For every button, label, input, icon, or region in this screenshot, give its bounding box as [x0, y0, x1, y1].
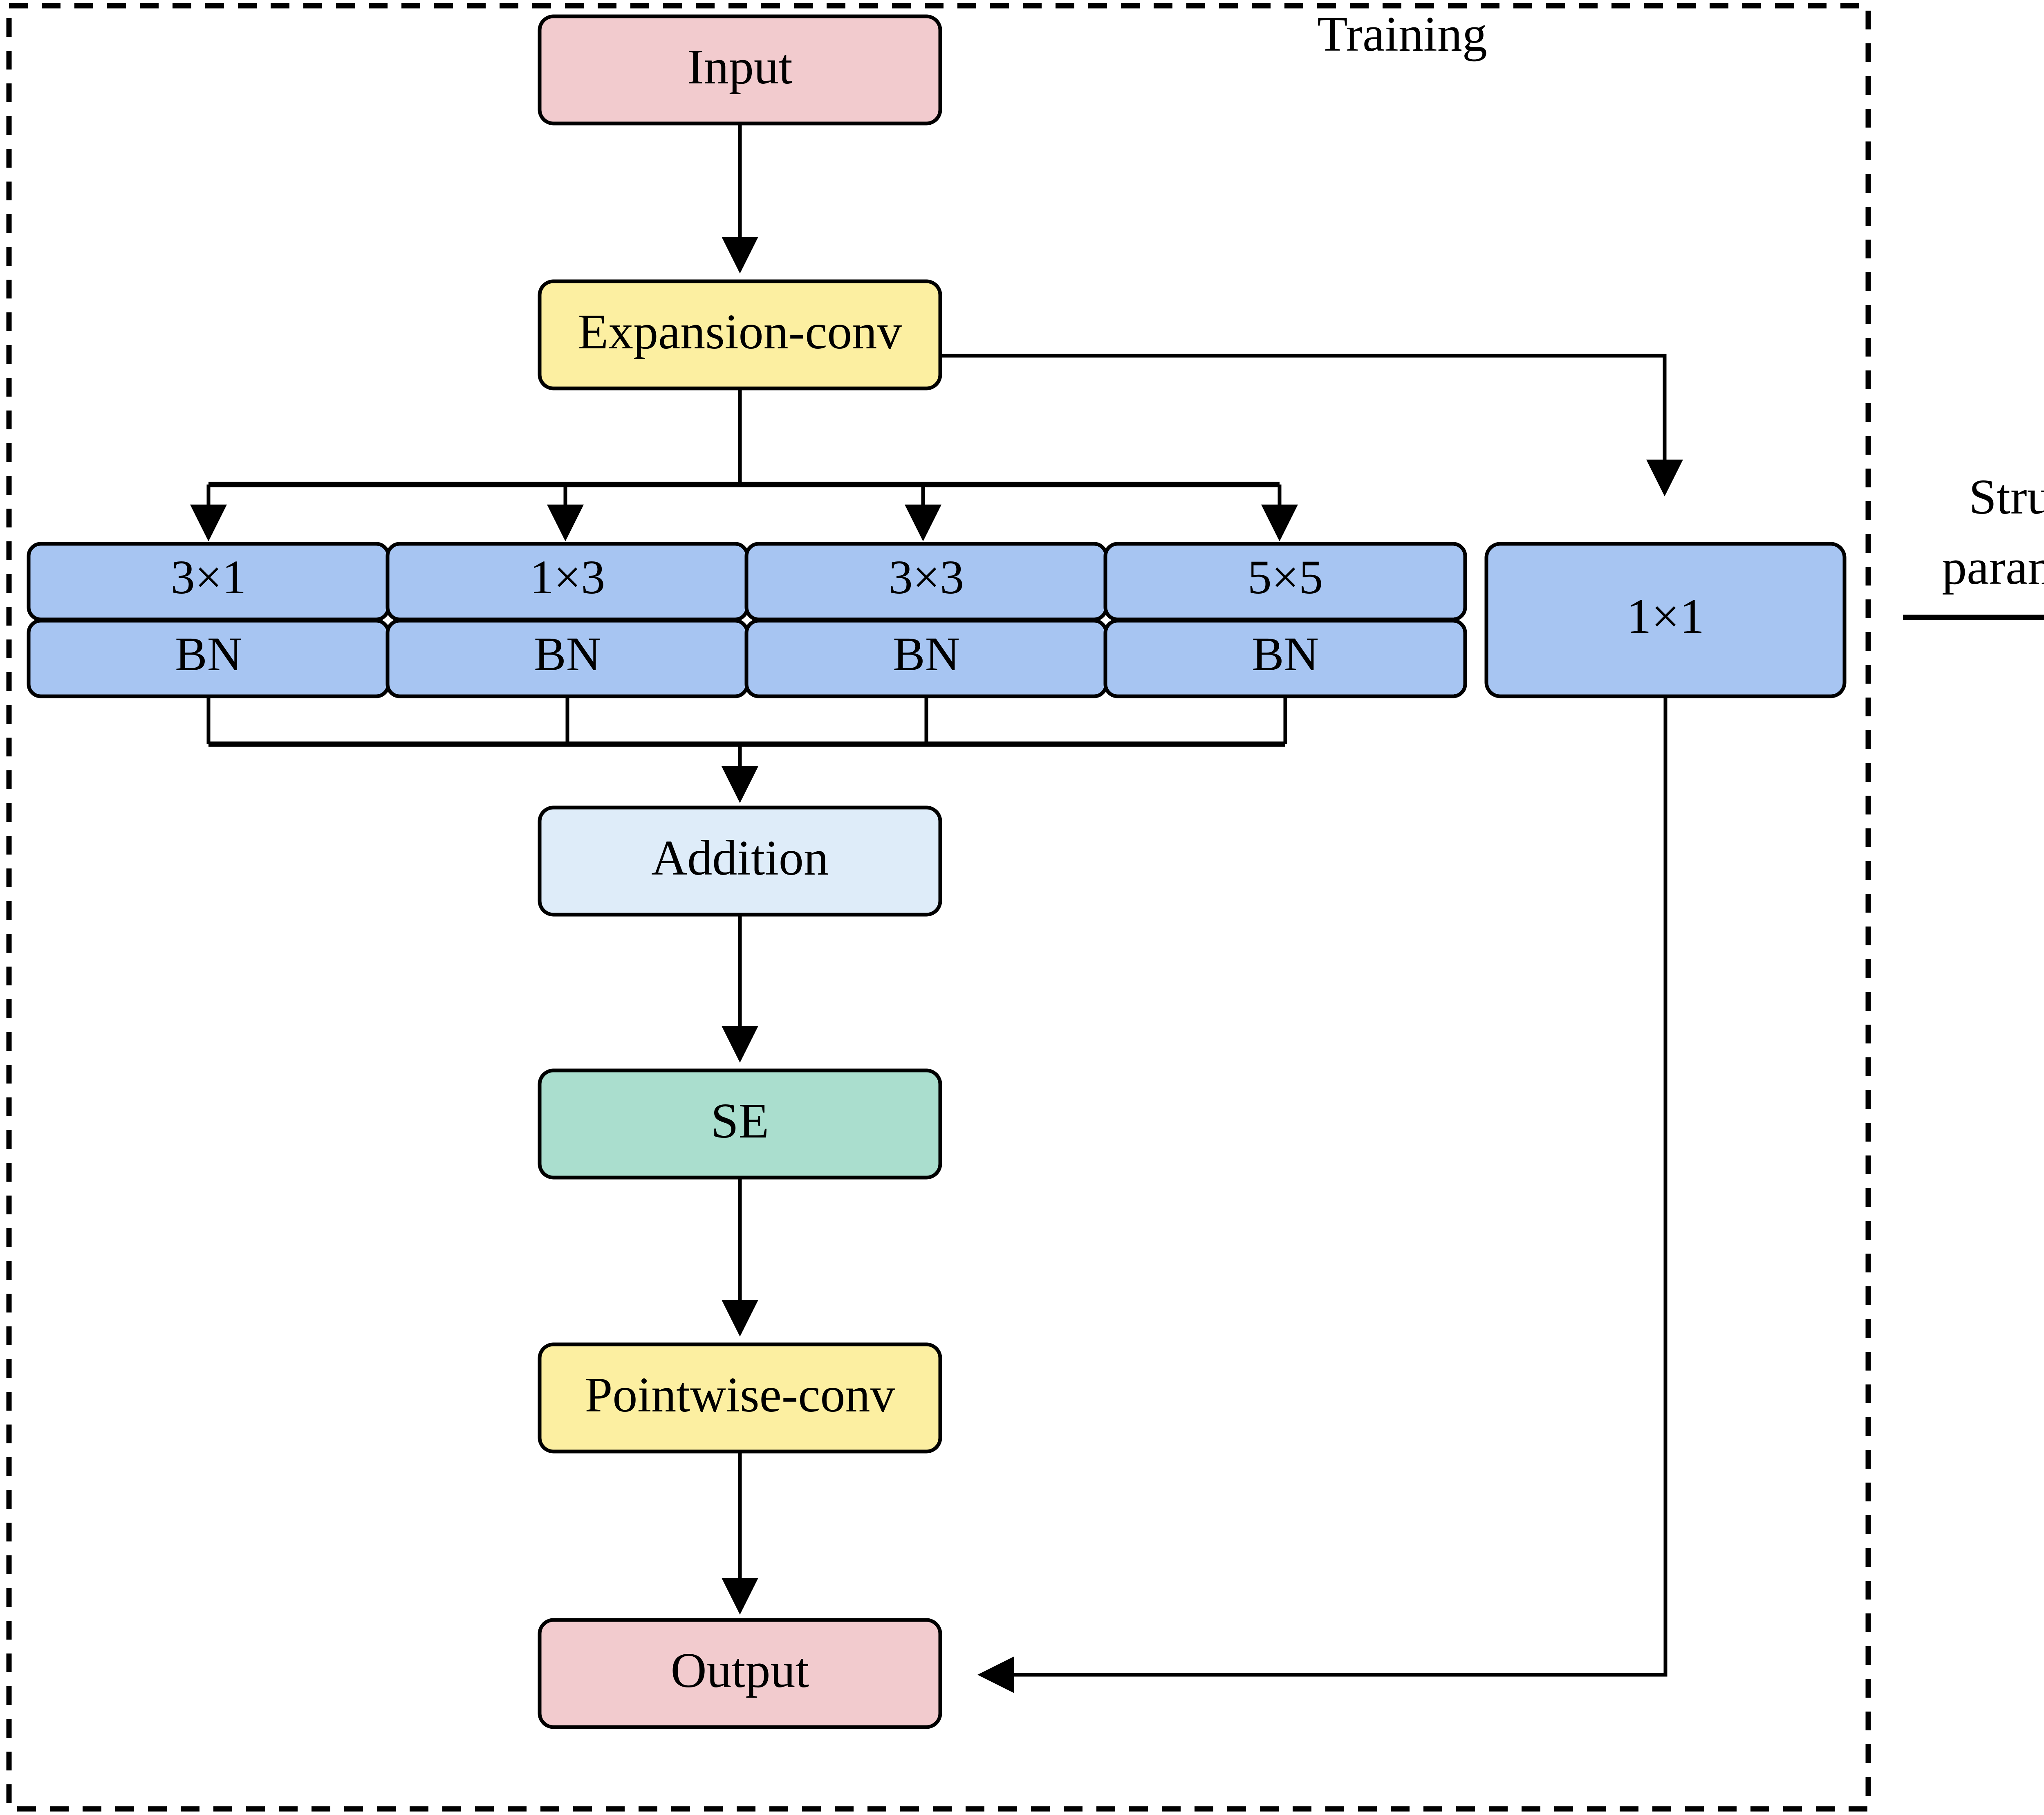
training-branch-kernel-label-1: 1×3 [530, 550, 605, 604]
edge-expansion-to-shortcut [940, 354, 1683, 496]
training-branch-bn-label-3: BN [1252, 627, 1319, 681]
training-panel-border [6, 3, 1871, 1812]
training-expansion-conv-label: Expansion-conv [578, 304, 902, 359]
transform-caption-line-2: parameterization [1942, 540, 2044, 595]
training-se-label: SE [711, 1093, 769, 1149]
transform-caption-line-1: Structural Re- [1969, 469, 2044, 525]
edge-shortcut-to-output [977, 696, 1667, 1693]
training-panel-caption: Training [1317, 7, 1487, 62]
training-branch-kernel-label-2: 3×3 [889, 550, 964, 604]
training-branch-bn-label-2: BN [893, 627, 960, 681]
training-shortcut-1x1-label: 1×1 [1627, 589, 1705, 644]
training-input-label: Input [687, 39, 793, 94]
training-output-label: Output [671, 1643, 809, 1698]
training-branch-bn-label-1: BN [534, 627, 601, 681]
training-branch-kernel-label-0: 3×1 [171, 550, 247, 604]
training-pointwise-conv-label: Pointwise-conv [585, 1367, 895, 1422]
training-addition-label: Addition [651, 830, 829, 886]
training-branch-kernel-label-3: 5×5 [1248, 550, 1323, 604]
training-output-box[interactable] [538, 1618, 942, 1729]
training-branch-bn-label-0: BN [175, 627, 242, 681]
